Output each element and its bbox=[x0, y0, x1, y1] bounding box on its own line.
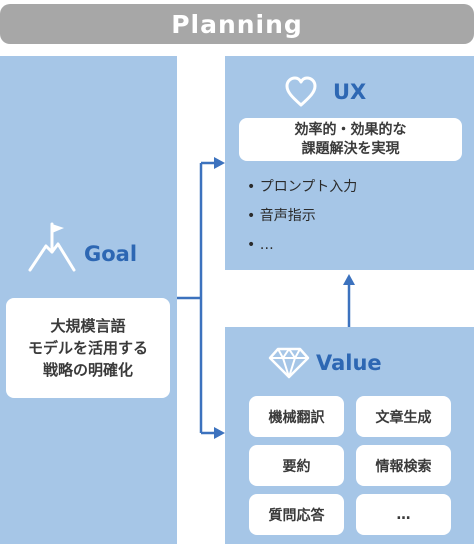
ux-panel bbox=[225, 56, 474, 270]
ux-bullet-item: • 音声指示 bbox=[247, 208, 316, 224]
value-item-label: 要約 bbox=[282, 458, 311, 475]
value-title: Value bbox=[316, 349, 382, 377]
value-item-label: 情報検索 bbox=[375, 458, 432, 475]
goal-title-text: Goal bbox=[84, 242, 138, 266]
ux-summary-card: 効率的・効果的な 課題解決を実現 bbox=[239, 118, 462, 161]
value-item-summarization: 要約 bbox=[249, 445, 344, 486]
ux-title-text: UX bbox=[333, 80, 367, 104]
value-item-more: … bbox=[356, 494, 451, 535]
goal-line-2: モデルを活用する bbox=[27, 339, 148, 357]
value-item-label: 文章生成 bbox=[375, 409, 432, 426]
mountain-flag-icon bbox=[28, 220, 76, 274]
value-item-machine-translation: 機械翻訳 bbox=[249, 396, 344, 437]
ux-title: UX bbox=[333, 78, 366, 106]
value-item-question-answering: 質問応答 bbox=[249, 494, 344, 535]
arrow-head-to-value bbox=[214, 427, 225, 439]
planning-header: Planning bbox=[0, 4, 474, 44]
diamond-icon bbox=[268, 347, 310, 379]
header-title: Planning bbox=[171, 9, 303, 39]
ux-bullet-item: • … bbox=[247, 237, 274, 253]
value-item-label: 機械翻訳 bbox=[268, 409, 325, 426]
ux-summary-line-2: 課題解決を実現 bbox=[301, 140, 400, 157]
value-item-text-generation: 文章生成 bbox=[356, 396, 451, 437]
goal-description-card: 大規模言語 モデルを活用する 戦略の明確化 bbox=[6, 298, 170, 398]
goal-title: Goal bbox=[84, 240, 137, 268]
arrow-head-value-to-ux bbox=[343, 274, 355, 285]
goal-line-1: 大規模言語 bbox=[50, 317, 126, 335]
goal-connector bbox=[177, 161, 351, 435]
value-item-label: 質問応答 bbox=[268, 507, 325, 524]
value-item-information-retrieval: 情報検索 bbox=[356, 445, 451, 486]
goal-line-3: 戦略の明確化 bbox=[42, 361, 133, 379]
arrow-head-to-ux bbox=[214, 157, 225, 169]
ux-bullet-list: • プロンプト入力 • 音声指示 • … bbox=[247, 176, 457, 263]
ux-summary-line-1: 効率的・効果的な bbox=[294, 121, 407, 138]
value-title-text: Value bbox=[316, 351, 382, 375]
ux-bullet-item: • プロンプト入力 bbox=[247, 179, 358, 195]
heart-icon bbox=[284, 76, 318, 108]
value-item-label: … bbox=[396, 506, 411, 523]
